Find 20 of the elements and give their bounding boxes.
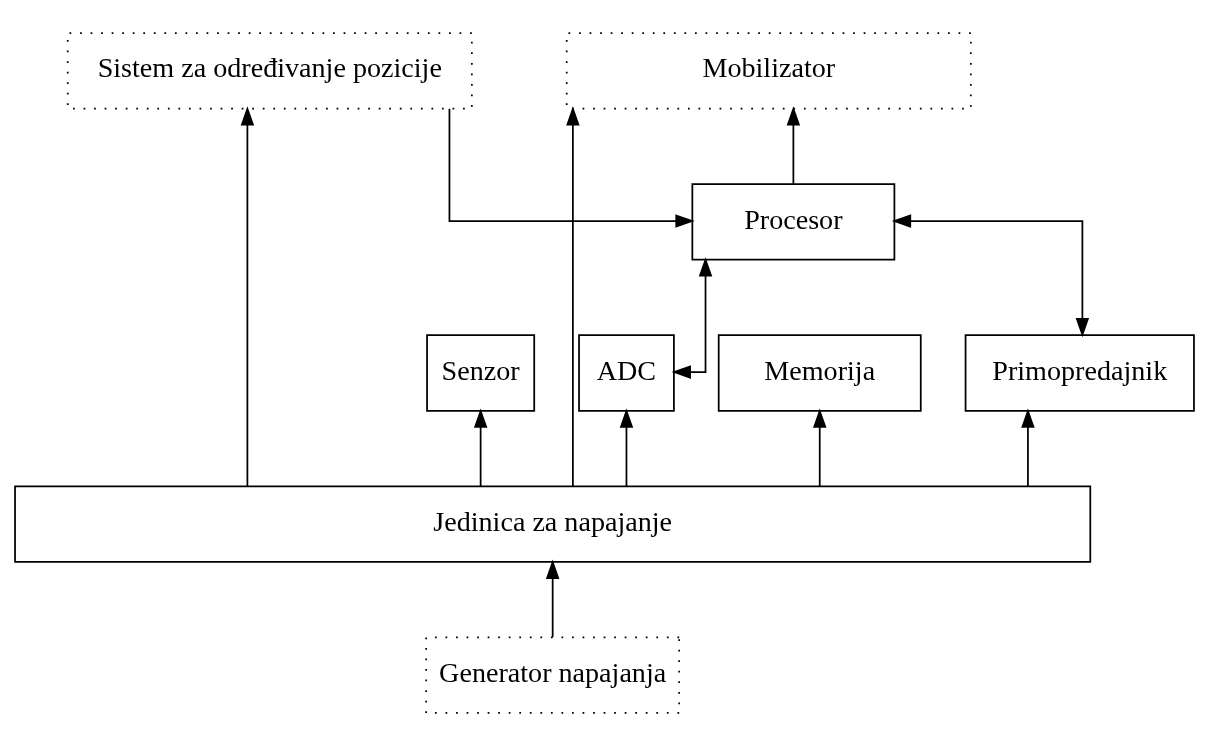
arrow [448,107,695,228]
node-box: Procesor [691,182,896,261]
node-box: Sistem za određivanje pozicije [66,31,473,109]
arrow [786,105,801,185]
arrow [566,105,580,487]
arrow [619,407,634,487]
arrow [240,105,255,487]
arrow [1021,407,1035,487]
arrow [812,407,827,487]
arrow [671,256,713,379]
arrow [545,559,560,638]
node-box: Generator napajanja [425,636,681,714]
node-box: Memorija [717,333,922,412]
arrow [473,407,488,487]
node-box: Mobilizator [565,31,972,109]
node-box: Senzor [426,333,536,412]
node-box: Jedinica za napajanje [14,484,1092,563]
node-box: Primopredajnik [964,333,1195,412]
arrow [891,213,1090,337]
node-box: ADC [578,333,675,412]
